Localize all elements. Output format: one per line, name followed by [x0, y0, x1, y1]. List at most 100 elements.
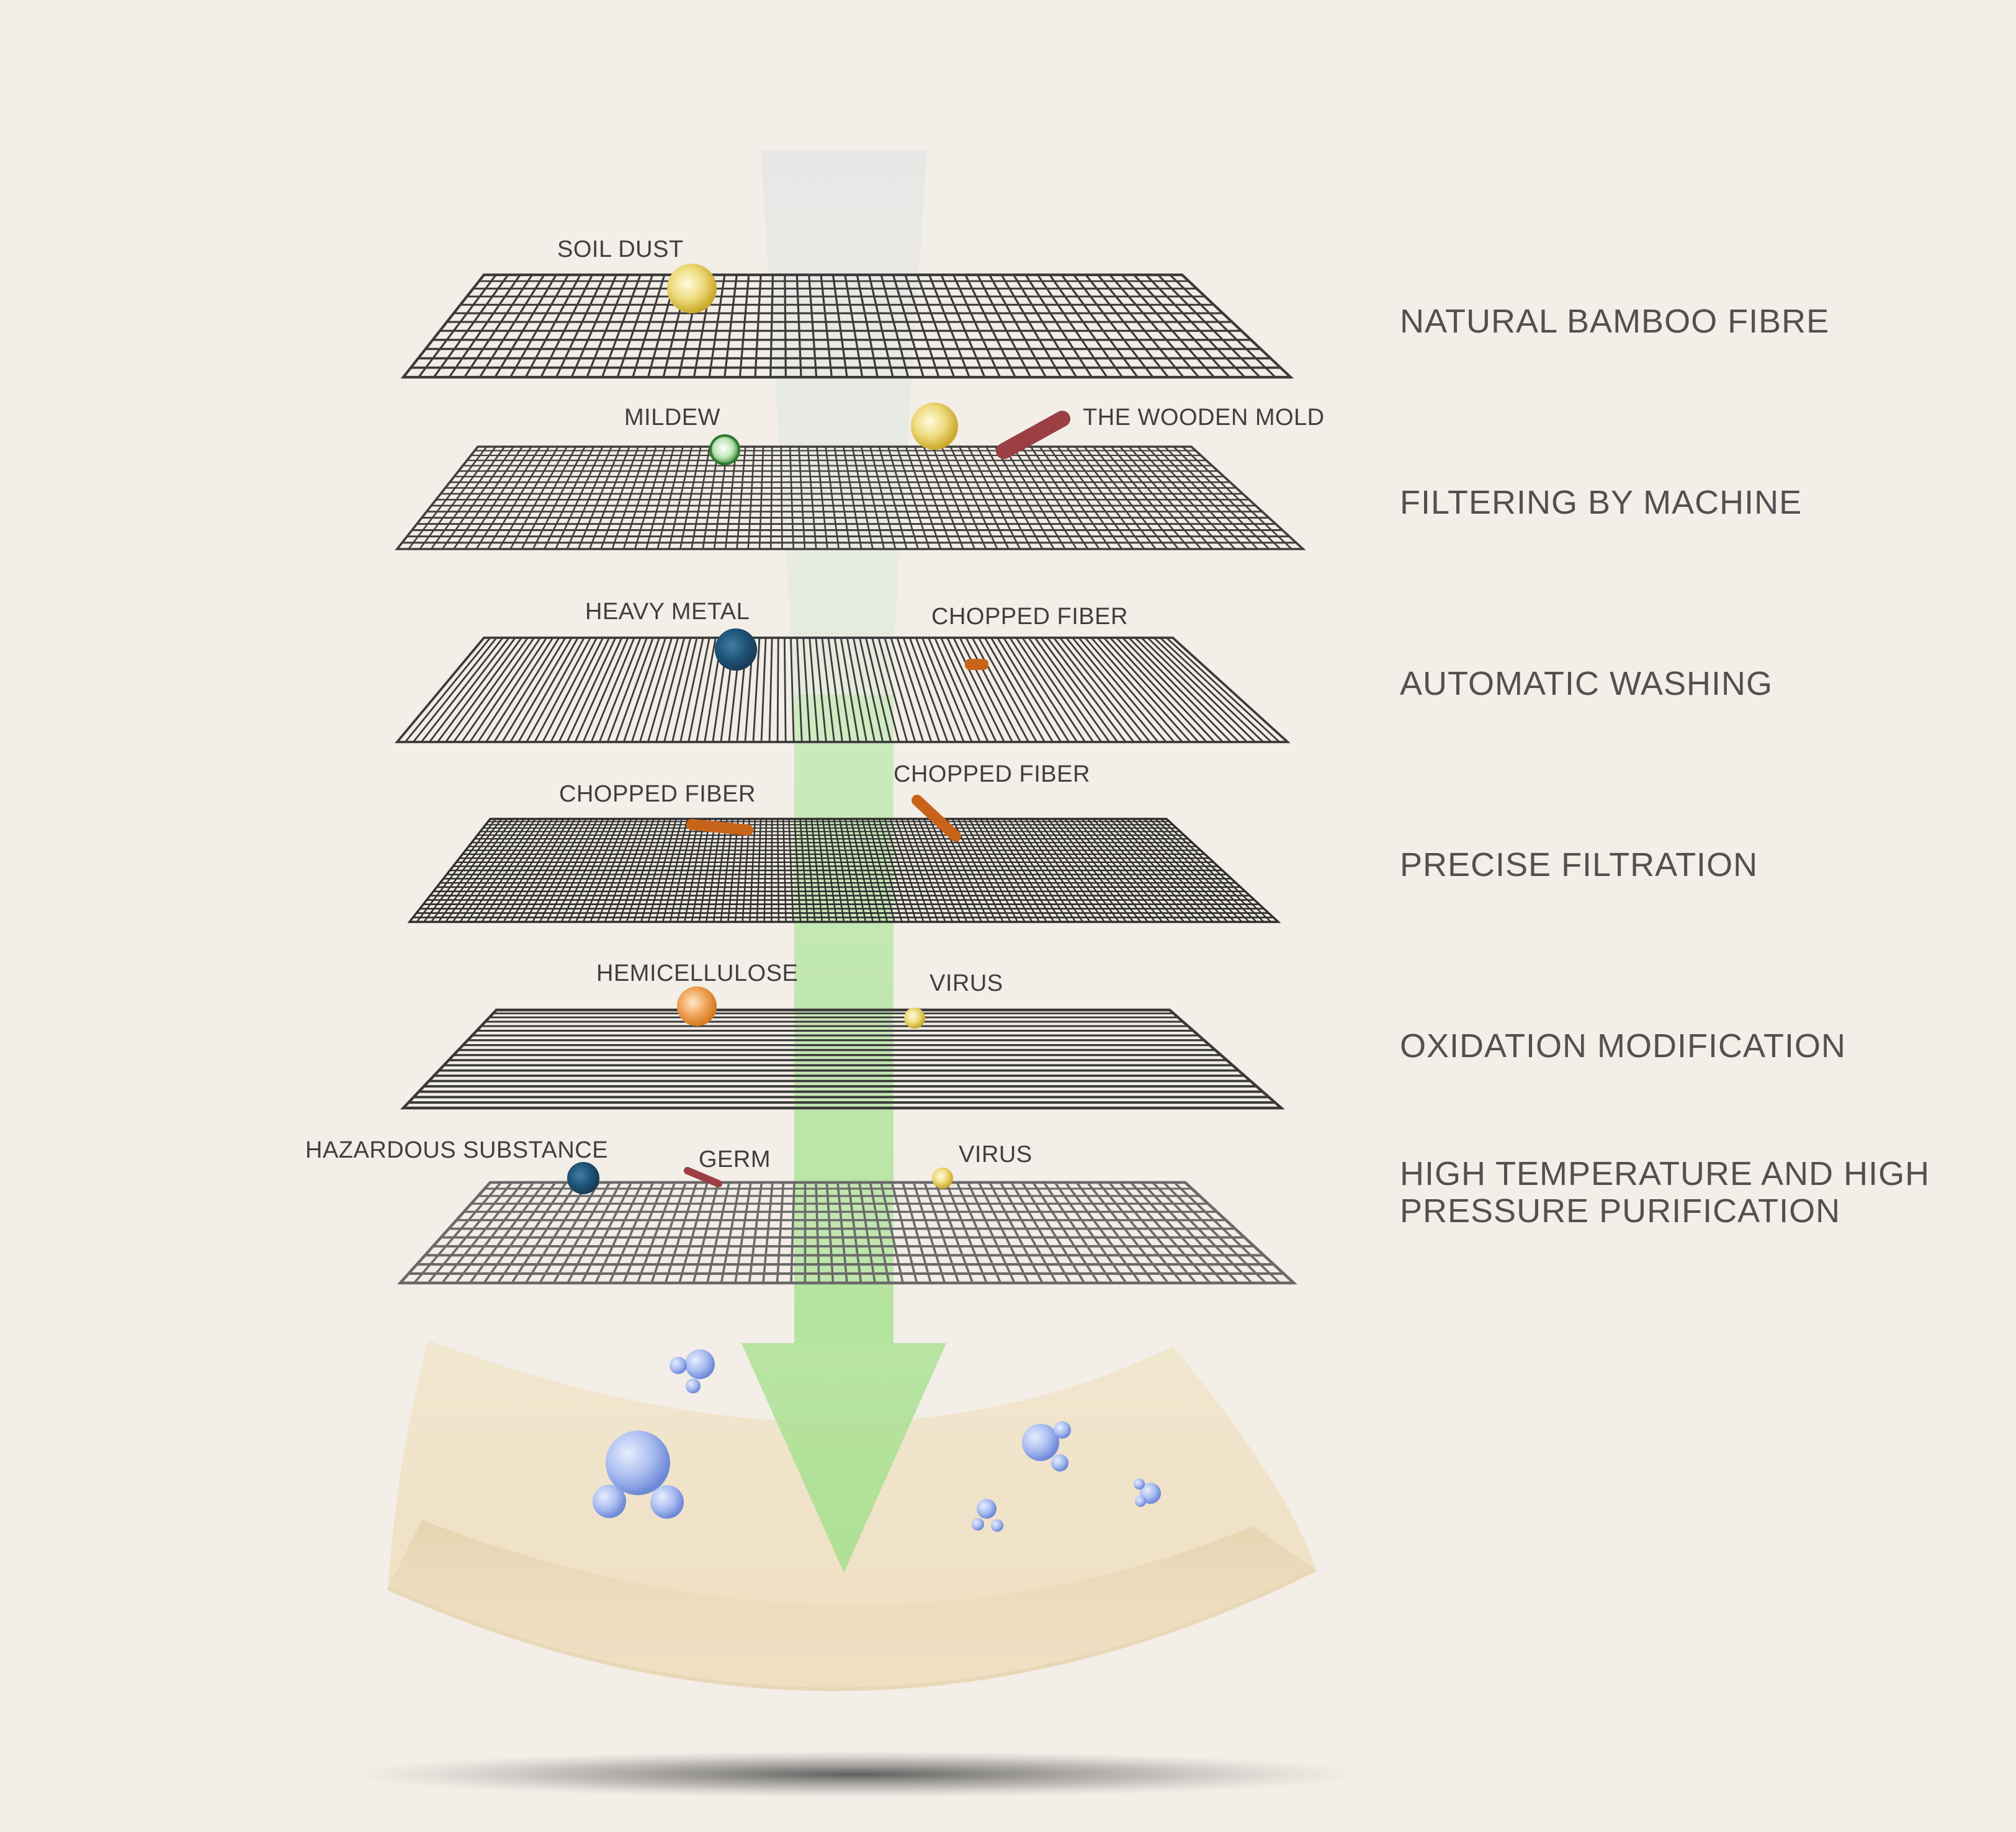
mesh-line [1065, 446, 1145, 550]
mesh-line [776, 637, 779, 743]
heavy-metal-particle-icon [715, 628, 757, 671]
mesh-line [655, 637, 686, 743]
mesh-line [493, 637, 560, 743]
mesh-line [840, 637, 859, 743]
mesh-line [825, 1182, 835, 1284]
mesh-line [896, 446, 930, 550]
mesh-line [1012, 446, 1078, 550]
mesh-line [614, 637, 654, 743]
water-molecule-bubbles [593, 1349, 1161, 1532]
mesh-surface [400, 1182, 1294, 1283]
mesh-line [606, 637, 648, 743]
pollutant-label: VIRUS [930, 970, 1003, 996]
mesh-line [921, 637, 965, 743]
mesh-line [696, 637, 717, 743]
mesh-line [483, 1181, 557, 1284]
mesh-line [574, 637, 623, 743]
mesh-line [550, 637, 604, 743]
mesh-line [959, 446, 1010, 550]
mesh-line [1043, 1181, 1113, 1284]
mesh-line [647, 637, 679, 743]
mesh-line [1119, 446, 1213, 550]
mesh-line [421, 637, 504, 743]
mesh-line [478, 274, 545, 378]
pollutant-label: CHOPPED FIBER [931, 604, 1128, 630]
mesh-line [940, 274, 986, 378]
mesh-line [1173, 1181, 1281, 1284]
mesh-line [691, 446, 711, 550]
mesh-line [555, 446, 604, 550]
mesh-line [445, 637, 522, 743]
mesh-line [809, 637, 819, 743]
mesh-line [896, 637, 933, 743]
mesh-line [1137, 446, 1236, 550]
mesh-line [708, 274, 726, 378]
pollutant-label: HEMICELLULOSE [596, 960, 798, 986]
filter-mesh-2 [395, 445, 1306, 550]
mesh-line [934, 637, 981, 743]
mesh-line [847, 1182, 862, 1284]
mesh-line [1109, 637, 1207, 743]
mesh-line [679, 637, 704, 743]
water-molecule-icon [1134, 1478, 1161, 1507]
mesh-line [455, 1181, 535, 1284]
mesh-line [890, 1182, 918, 1284]
mesh-line [836, 1182, 848, 1284]
mesh-line [1073, 274, 1154, 378]
mesh-line [622, 637, 660, 743]
mesh-line [860, 446, 885, 550]
mesh-line [976, 446, 1033, 550]
mesh-line [1119, 1181, 1211, 1284]
mesh-line [952, 274, 1001, 378]
mesh-line [539, 1182, 600, 1284]
mesh-line [1163, 446, 1270, 550]
pollutant-label: THE WOODEN MOLD [1083, 404, 1325, 431]
mesh-line [1157, 274, 1261, 378]
mesh-line [858, 1182, 876, 1284]
mesh-line [486, 446, 550, 550]
mesh-line [412, 637, 498, 743]
mesh-line [877, 637, 908, 743]
mesh-line [825, 446, 840, 550]
mesh-line [1108, 1181, 1197, 1284]
mesh-line [567, 1182, 622, 1284]
mesh-line [1181, 446, 1292, 550]
mesh-line [940, 637, 989, 743]
mesh-line [808, 274, 818, 378]
mesh-line [946, 637, 997, 743]
mesh-line [616, 274, 654, 378]
mesh-line [497, 1181, 567, 1284]
mesh-line [555, 274, 606, 378]
mesh-edge [395, 445, 1306, 550]
pollutant-label: CHOPPED FIBER [894, 761, 1090, 787]
wooden-mold-rod-icon [996, 411, 1070, 459]
mesh-line [984, 637, 1046, 743]
mesh-line [1169, 274, 1276, 378]
mesh-line [890, 637, 925, 743]
mesh-line [706, 1182, 730, 1284]
mesh-line [485, 637, 554, 743]
mesh-line [869, 1182, 890, 1284]
mesh-line [1145, 274, 1246, 378]
mesh-line [1097, 1181, 1183, 1284]
mesh-line [758, 446, 764, 550]
mesh-line [988, 1182, 1044, 1284]
mesh-line [1030, 446, 1100, 550]
mesh-line [868, 274, 894, 378]
mesh-line [1121, 274, 1215, 378]
mesh-line [976, 274, 1032, 378]
mesh-line [453, 637, 529, 743]
mesh-line [1155, 446, 1258, 550]
mesh-line [905, 446, 942, 550]
mesh-line [999, 1182, 1058, 1284]
mesh-line [820, 274, 833, 378]
mesh-line [1109, 274, 1200, 378]
mesh-edge [400, 1008, 1285, 1110]
mesh-line [964, 274, 1016, 378]
filter-mesh-1 [400, 273, 1294, 379]
mesh-line [783, 637, 787, 743]
filter-mesh-6 [396, 1181, 1297, 1285]
mesh-line [988, 274, 1047, 378]
mesh-line [912, 1182, 946, 1284]
mesh-line [928, 637, 973, 743]
